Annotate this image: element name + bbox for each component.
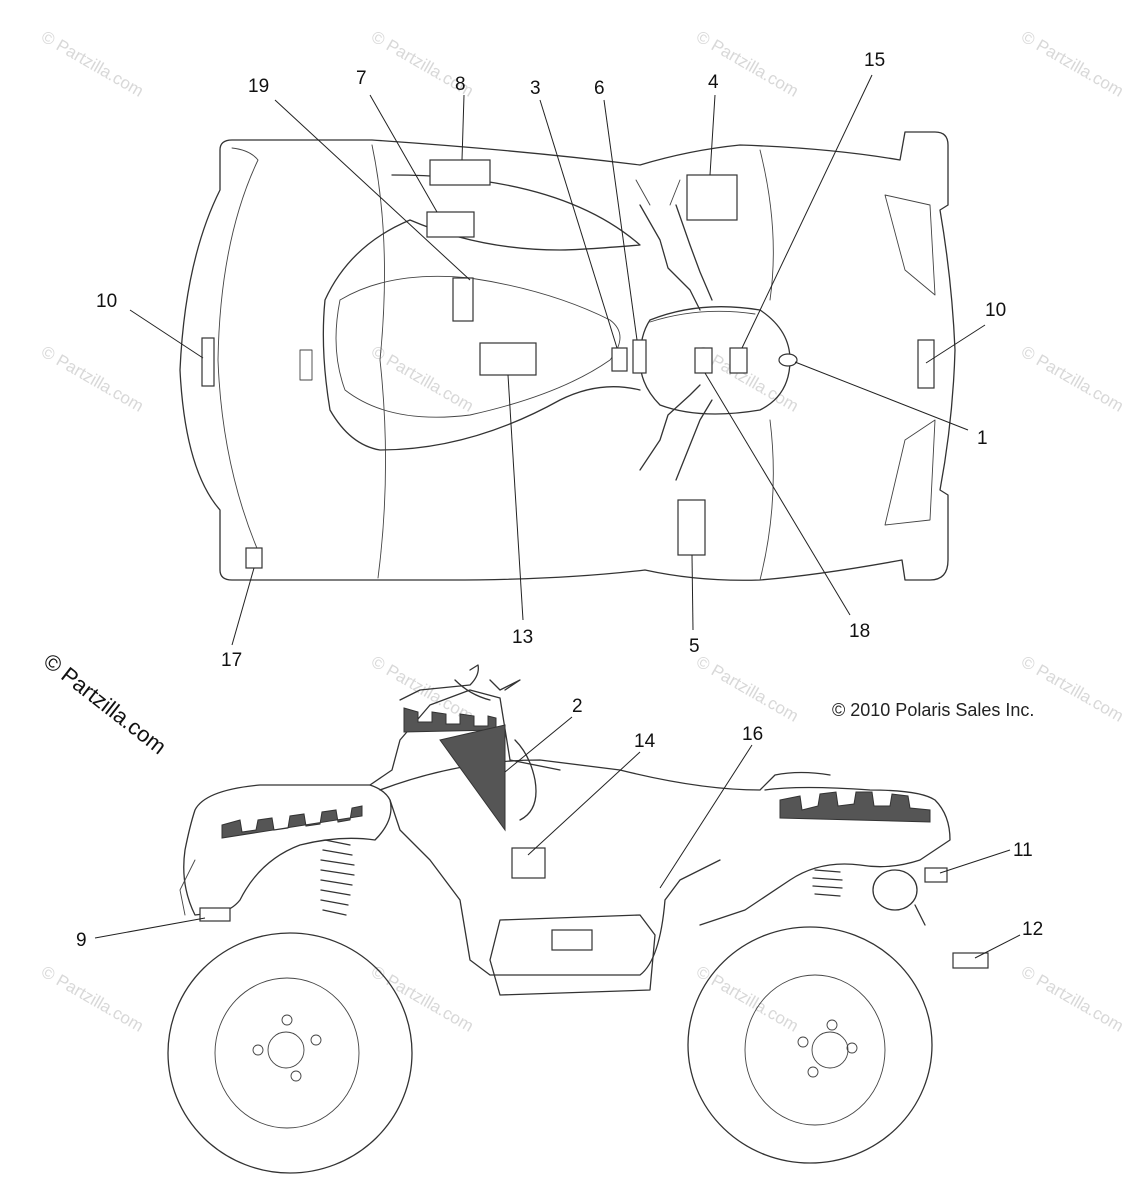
side-rear-fender bbox=[183, 784, 392, 916]
top-handlebar bbox=[639, 204, 713, 311]
front-rim bbox=[744, 974, 886, 1126]
atv-top-view bbox=[179, 131, 956, 581]
watermark: © Partzilla.com bbox=[38, 27, 147, 101]
decal-10-front bbox=[917, 339, 935, 389]
watermark: © Partzilla.com bbox=[1018, 962, 1127, 1036]
callout-17: 17 bbox=[221, 650, 242, 671]
callout-19: 19 bbox=[248, 76, 269, 97]
front-shock-spring bbox=[812, 869, 843, 897]
decal-18 bbox=[694, 347, 713, 374]
watermark: © Partzilla.com bbox=[693, 962, 802, 1036]
callout-18: 18 bbox=[849, 621, 870, 642]
decal-12 bbox=[952, 952, 989, 969]
decal-11 bbox=[924, 867, 948, 883]
callout-13: 13 bbox=[512, 627, 533, 648]
callout-15: 15 bbox=[864, 50, 885, 71]
callout-1: 1 bbox=[977, 428, 988, 449]
front-hub bbox=[811, 1031, 849, 1069]
decal-7 bbox=[426, 211, 475, 238]
callout-5: 5 bbox=[689, 636, 700, 657]
decal-6 bbox=[632, 339, 647, 374]
side-front-fender bbox=[699, 786, 951, 926]
watermarks: © Partzilla.com © Partzilla.com © Partzi… bbox=[38, 27, 1127, 1036]
side-handlebar bbox=[399, 664, 521, 701]
decal-19 bbox=[452, 277, 474, 322]
side-body bbox=[369, 689, 721, 976]
decal-10-rear bbox=[201, 337, 215, 387]
watermark: © Partzilla.com bbox=[38, 962, 147, 1036]
decal-15 bbox=[729, 347, 748, 374]
copyright-notice: © 2010 Polaris Sales Inc. bbox=[832, 700, 1034, 720]
front-tire bbox=[687, 926, 933, 1164]
partzilla-watermark: © Partzilla.com bbox=[39, 648, 171, 759]
rear-hub bbox=[267, 1031, 305, 1069]
callout-4: 4 bbox=[708, 72, 719, 93]
callout-10-rear: 10 bbox=[96, 291, 117, 312]
callout-16: 16 bbox=[742, 724, 763, 745]
top-seat bbox=[322, 174, 641, 451]
callout-6: 6 bbox=[594, 78, 605, 99]
callout-14: 14 bbox=[634, 731, 656, 752]
callout-12: 12 bbox=[1022, 919, 1043, 940]
side-tank-triangle bbox=[439, 724, 506, 832]
callout-labels: 19 7 8 3 6 4 15 10 10 1 17 13 5 18 2 14 … bbox=[76, 50, 1043, 951]
watermark: © Partzilla.com bbox=[1018, 342, 1127, 416]
watermark: © Partzilla.com bbox=[1018, 27, 1127, 101]
callout-7: 7 bbox=[356, 68, 367, 89]
callout-9: 9 bbox=[76, 930, 87, 951]
headlight bbox=[872, 869, 918, 911]
decal-13 bbox=[479, 342, 537, 376]
decal-1 bbox=[778, 353, 798, 367]
atv-side-view bbox=[167, 664, 989, 1174]
side-seat bbox=[379, 759, 831, 791]
watermark: © Partzilla.com bbox=[693, 652, 802, 726]
rear-tire bbox=[167, 932, 413, 1174]
leader-lines bbox=[94, 74, 1021, 959]
top-rear-fender-inner bbox=[217, 147, 263, 561]
decal-side-panel bbox=[551, 929, 593, 951]
side-footwell bbox=[489, 914, 656, 996]
callout-3: 3 bbox=[530, 78, 541, 99]
decal-4 bbox=[686, 174, 738, 221]
callout-10-front: 10 bbox=[985, 300, 1006, 321]
rear-rim bbox=[214, 977, 360, 1129]
watermark: © Partzilla.com bbox=[38, 342, 147, 416]
rear-shock-spring bbox=[320, 839, 355, 916]
top-body-outline bbox=[179, 131, 956, 581]
callout-8: 8 bbox=[455, 74, 466, 95]
decal-8 bbox=[429, 159, 491, 186]
callout-11: 11 bbox=[1013, 840, 1033, 861]
decal-9 bbox=[199, 907, 231, 922]
decal-14 bbox=[511, 847, 546, 879]
decal-17 bbox=[245, 547, 263, 569]
watermark: © Partzilla.com bbox=[368, 342, 477, 416]
watermark: © Partzilla.com bbox=[368, 962, 477, 1036]
decal-5 bbox=[677, 499, 706, 556]
decal-3 bbox=[611, 347, 628, 372]
callout-2: 2 bbox=[572, 696, 583, 717]
top-front-rack bbox=[759, 149, 774, 581]
